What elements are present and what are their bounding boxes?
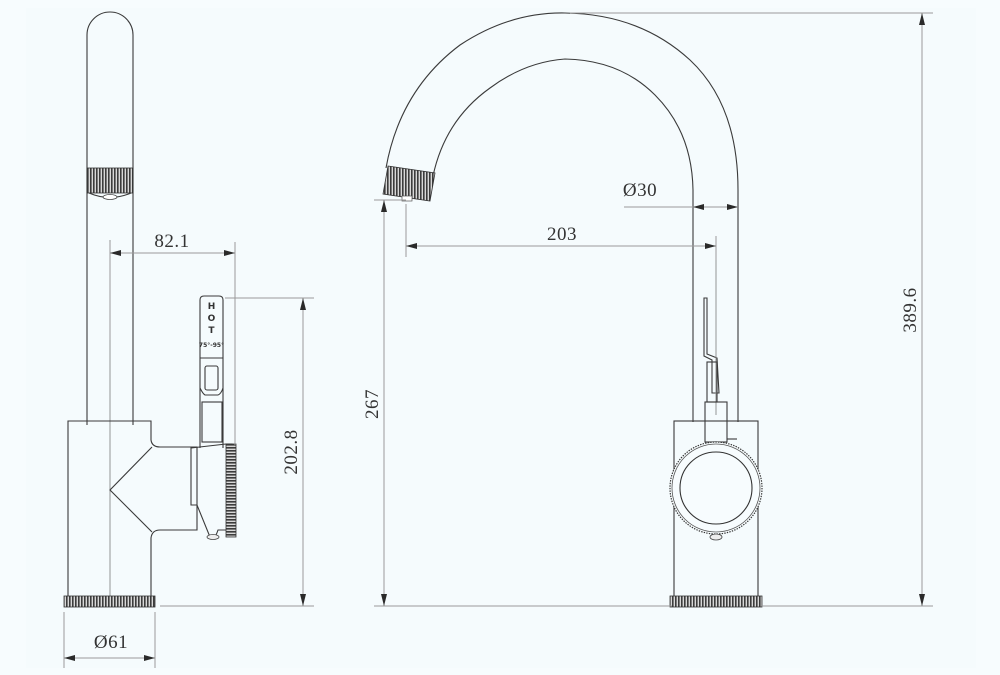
- dim-handle-offset-value: 82.1: [154, 231, 189, 252]
- dim-base-diameter: Ø61: [63, 612, 156, 668]
- dim-total-height: 389.6: [570, 12, 933, 607]
- dim-handle-height: 202.8: [160, 297, 314, 607]
- dim-spout-reach: 203: [405, 204, 717, 260]
- dim-spout-clearance: 267: [362, 199, 672, 607]
- front-spout-inner: [432, 58, 694, 422]
- front-base-knurl: [669, 595, 763, 608]
- dim-spout-reach-value: 203: [547, 224, 577, 245]
- dim-spout-diameter: Ø30: [623, 180, 738, 210]
- front-spout-outer: [385, 12, 739, 422]
- hot-label-o: O: [208, 314, 216, 324]
- side-body: [67, 420, 198, 597]
- temperature-label: 75°-95°: [199, 342, 224, 349]
- side-body-chamfer: [109, 446, 153, 533]
- dim-base-diameter-value: Ø61: [94, 632, 128, 653]
- side-handle-knurl: [225, 443, 237, 538]
- side-aerator-knurl: [86, 167, 134, 194]
- dim-spout-clearance-value: 267: [362, 389, 383, 419]
- dim-handle-height-value: 202.8: [281, 429, 302, 474]
- front-aerator-knurl: [382, 165, 436, 202]
- side-view: H O T 75°-95° 82.1 202.8: [63, 11, 314, 668]
- dim-handle-offset: 82.1: [109, 231, 236, 445]
- hot-label-t: T: [208, 326, 215, 336]
- side-spout-tube: [86, 11, 134, 425]
- drawing-paper: [26, 8, 976, 668]
- dim-spout-diameter-value: Ø30: [623, 180, 657, 201]
- hot-label-h: H: [208, 302, 216, 312]
- dim-total-height-value: 389.6: [900, 287, 921, 332]
- front-view: Ø30 203 267: [362, 12, 933, 608]
- front-handle-knurl-ring: [669, 441, 763, 535]
- front-handle-face: [679, 451, 753, 525]
- front-lever: [703, 297, 720, 394]
- side-base-knurl: [63, 595, 156, 608]
- side-handle-lever: [199, 295, 224, 448]
